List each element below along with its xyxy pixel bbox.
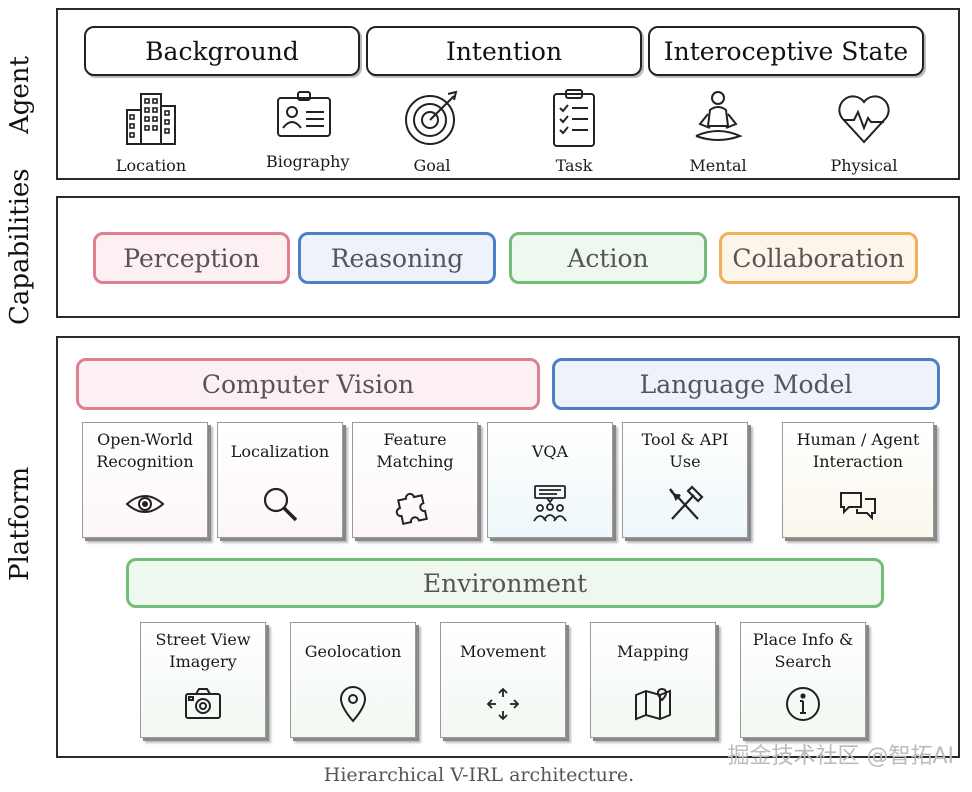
target-icon bbox=[405, 90, 458, 145]
location-label: Location bbox=[115, 156, 187, 175]
tile-subtitle: Search bbox=[774, 652, 832, 671]
tile-title: Mapping bbox=[616, 642, 690, 661]
language-model-pill: Language Model bbox=[552, 358, 940, 410]
tile-title: Movement bbox=[460, 642, 546, 661]
info-icon bbox=[786, 687, 820, 721]
reasoning-pill: Reasoning bbox=[298, 232, 496, 284]
tile-title: Place Info & bbox=[752, 630, 854, 649]
agent-label: Agent bbox=[5, 56, 35, 134]
background-pill: Background bbox=[84, 26, 360, 76]
puzzle-icon bbox=[395, 492, 428, 525]
tile-subtitle: Matching bbox=[376, 452, 454, 471]
meditation-icon bbox=[695, 91, 743, 141]
tile-subtitle: Use bbox=[669, 452, 701, 471]
goal-item: Goal bbox=[394, 88, 470, 188]
tile-title: Geolocation bbox=[304, 642, 402, 661]
environment-pill: Environment bbox=[126, 558, 884, 608]
biography-item: Biography bbox=[266, 84, 350, 184]
mental-label: Mental bbox=[689, 156, 747, 175]
vqa-tile: VQA bbox=[487, 422, 613, 538]
tile-subtitle: Interaction bbox=[812, 452, 904, 471]
tile-title: Feature bbox=[383, 430, 447, 449]
tile-title: Localization bbox=[230, 442, 330, 461]
human-agent-interaction-tile: Human / Agent Interaction bbox=[782, 422, 934, 538]
physical-label: Physical bbox=[830, 156, 898, 175]
capabilities-label: Capabilities bbox=[5, 168, 35, 325]
street-view-imagery-tile: Street View Imagery bbox=[140, 622, 266, 738]
group-question-icon bbox=[533, 485, 567, 522]
camera-icon bbox=[185, 688, 221, 719]
pin-icon bbox=[339, 686, 367, 723]
magnifier-icon bbox=[263, 487, 298, 522]
tools-icon bbox=[669, 485, 704, 520]
task-item: Task bbox=[536, 88, 612, 188]
tile-title: Human / Agent bbox=[796, 430, 920, 449]
computer-vision-pill: Computer Vision bbox=[76, 358, 540, 410]
movement-tile: Movement bbox=[440, 622, 566, 738]
platform-label: Platform bbox=[5, 466, 35, 581]
buildings-icon bbox=[126, 93, 176, 145]
location-item: Location bbox=[113, 88, 189, 188]
interoceptive-state-pill: Interoceptive State bbox=[648, 26, 924, 76]
tile-title: Open-World bbox=[97, 430, 193, 449]
checklist-icon bbox=[553, 89, 595, 147]
heartbeat-icon bbox=[838, 95, 890, 144]
tile-subtitle: Imagery bbox=[169, 652, 237, 671]
mental-item: Mental bbox=[680, 88, 756, 188]
tile-title: Street View bbox=[155, 630, 251, 649]
mapping-tile: Mapping bbox=[590, 622, 716, 738]
tile-title: VQA bbox=[531, 442, 569, 461]
chat-icon bbox=[840, 492, 876, 521]
intention-pill: Intention bbox=[366, 26, 642, 76]
watermark: 掘金技术社区 @智拓AI bbox=[727, 744, 954, 769]
place-info-search-tile: Place Info & Search bbox=[740, 622, 866, 738]
feature-matching-tile: Feature Matching bbox=[352, 422, 478, 538]
figure-caption: Hierarchical V-IRL architecture. bbox=[323, 764, 635, 786]
open-world-recognition-tile: Open-World Recognition bbox=[82, 422, 208, 538]
tile-subtitle: Recognition bbox=[96, 452, 194, 471]
action-pill: Action bbox=[509, 232, 707, 284]
map-icon bbox=[635, 688, 671, 721]
biography-label: Biography bbox=[266, 152, 350, 171]
goal-label: Goal bbox=[413, 156, 451, 175]
task-label: Task bbox=[555, 156, 593, 175]
localization-tile: Localization bbox=[217, 422, 343, 538]
geolocation-tile: Geolocation bbox=[290, 622, 416, 738]
eye-icon bbox=[125, 495, 165, 513]
collaboration-pill: Collaboration bbox=[719, 232, 918, 284]
physical-item: Physical bbox=[826, 88, 902, 188]
id-card-icon bbox=[277, 91, 331, 137]
perception-pill: Perception bbox=[93, 232, 290, 284]
move-arrows-icon bbox=[486, 687, 520, 721]
tool-api-use-tile: Tool & API Use bbox=[622, 422, 748, 538]
tile-title: Tool & API bbox=[641, 430, 729, 449]
